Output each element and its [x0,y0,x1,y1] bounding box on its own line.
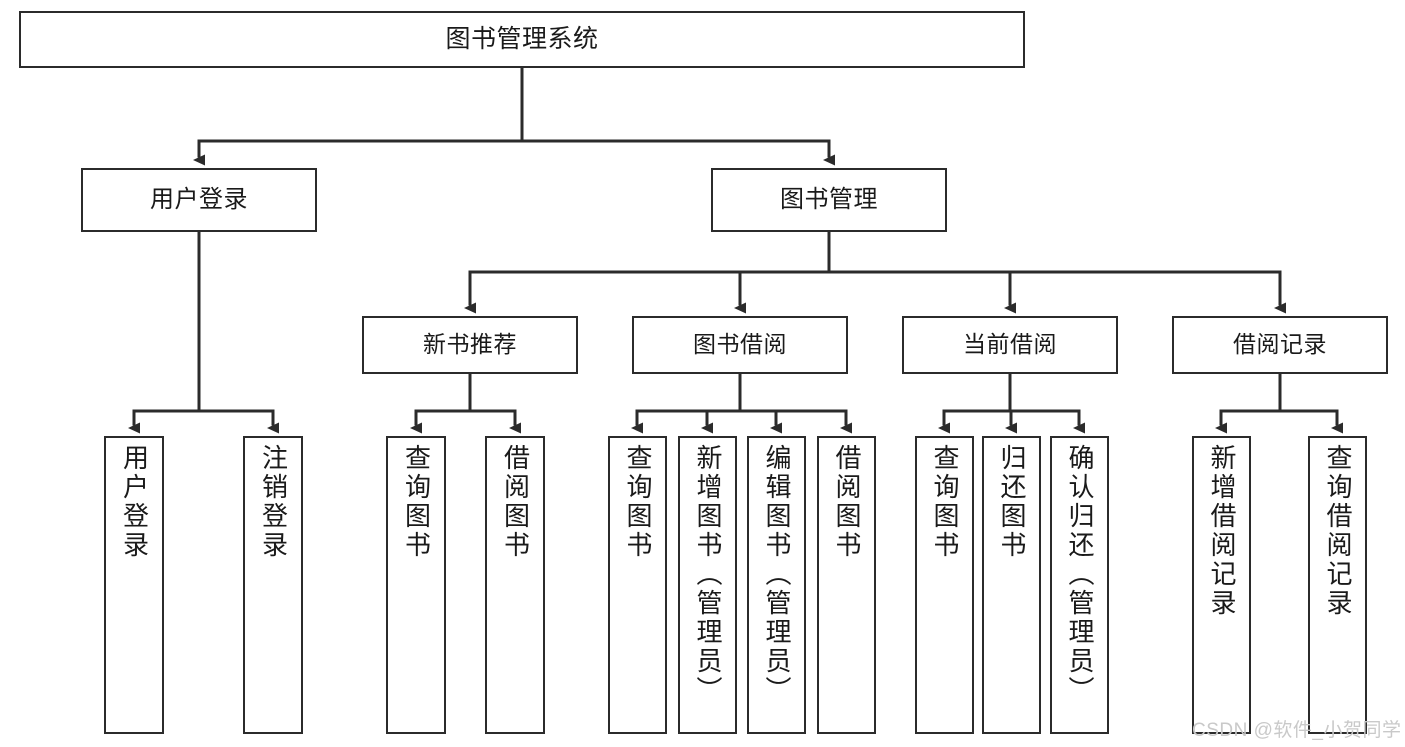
node-borrow-record[interactable]: 借阅记录 [1172,316,1388,374]
node-leaf-return-book-label: 归还图书 [997,444,1028,560]
edges-root-to-level2 [193,66,835,166]
node-leaf-logout-label: 注销登录 [258,444,289,560]
node-current-borrow[interactable]: 当前借阅 [902,316,1118,374]
edges-current-borrow-to-leaves [938,372,1085,434]
node-book-borrow[interactable]: 图书借阅 [632,316,848,374]
node-borrow-record-label: 借阅记录 [1233,331,1327,358]
node-book-borrow-label: 图书借阅 [693,331,787,358]
node-new-book-recommend[interactable]: 新书推荐 [362,316,578,374]
edges-borrow-record-to-leaves [1215,372,1343,434]
node-leaf-borrow-book-2[interactable]: 借阅图书 [817,436,876,734]
node-current-borrow-label: 当前借阅 [963,331,1057,358]
edges-book-management-to-level3 [464,230,1286,314]
node-leaf-user-login-label: 用户登录 [119,444,150,560]
node-leaf-add-record[interactable]: 新增借阅记录 [1192,436,1251,734]
node-leaf-query-record-label: 查询借阅记录 [1323,444,1354,618]
node-leaf-add-record-label: 新增借阅记录 [1207,444,1238,618]
node-new-book-recommend-label: 新书推荐 [423,331,517,358]
node-leaf-query-book-1-label: 查询图书 [401,444,432,560]
node-book-management[interactable]: 图书管理 [711,168,947,232]
node-leaf-confirm-return[interactable]: 确认归还（管理员） [1050,436,1109,734]
node-leaf-borrow-book-2-label: 借阅图书 [832,444,863,560]
node-leaf-edit-book[interactable]: 编辑图书（管理员） [747,436,806,734]
edges-new-book-recommend-to-leaves [410,372,521,434]
node-leaf-logout[interactable]: 注销登录 [243,436,303,734]
node-root-system[interactable]: 图书管理系统 [19,11,1025,68]
node-leaf-return-book[interactable]: 归还图书 [982,436,1041,734]
node-leaf-query-book-1[interactable]: 查询图书 [386,436,446,734]
node-book-management-label: 图书管理 [780,185,878,213]
edges-user-login-to-leaves [128,230,279,434]
node-user-login[interactable]: 用户登录 [81,168,317,232]
node-user-login-label: 用户登录 [150,185,248,213]
node-leaf-query-book-3[interactable]: 查询图书 [915,436,974,734]
node-leaf-add-book-label: 新增图书（管理员） [693,444,724,705]
node-leaf-query-record[interactable]: 查询借阅记录 [1308,436,1367,734]
node-leaf-edit-book-label: 编辑图书（管理员） [762,444,793,705]
node-leaf-borrow-book-1-label: 借阅图书 [500,444,531,560]
node-leaf-query-book-2-label: 查询图书 [623,444,654,560]
node-leaf-user-login[interactable]: 用户登录 [104,436,164,734]
node-leaf-query-book-3-label: 查询图书 [930,444,961,560]
edges-book-borrow-to-leaves [631,372,852,434]
node-leaf-add-book[interactable]: 新增图书（管理员） [678,436,737,734]
node-leaf-query-book-2[interactable]: 查询图书 [608,436,667,734]
node-leaf-borrow-book-1[interactable]: 借阅图书 [485,436,545,734]
node-root-label: 图书管理系统 [445,24,599,53]
node-leaf-confirm-return-label: 确认归还（管理员） [1065,444,1096,705]
